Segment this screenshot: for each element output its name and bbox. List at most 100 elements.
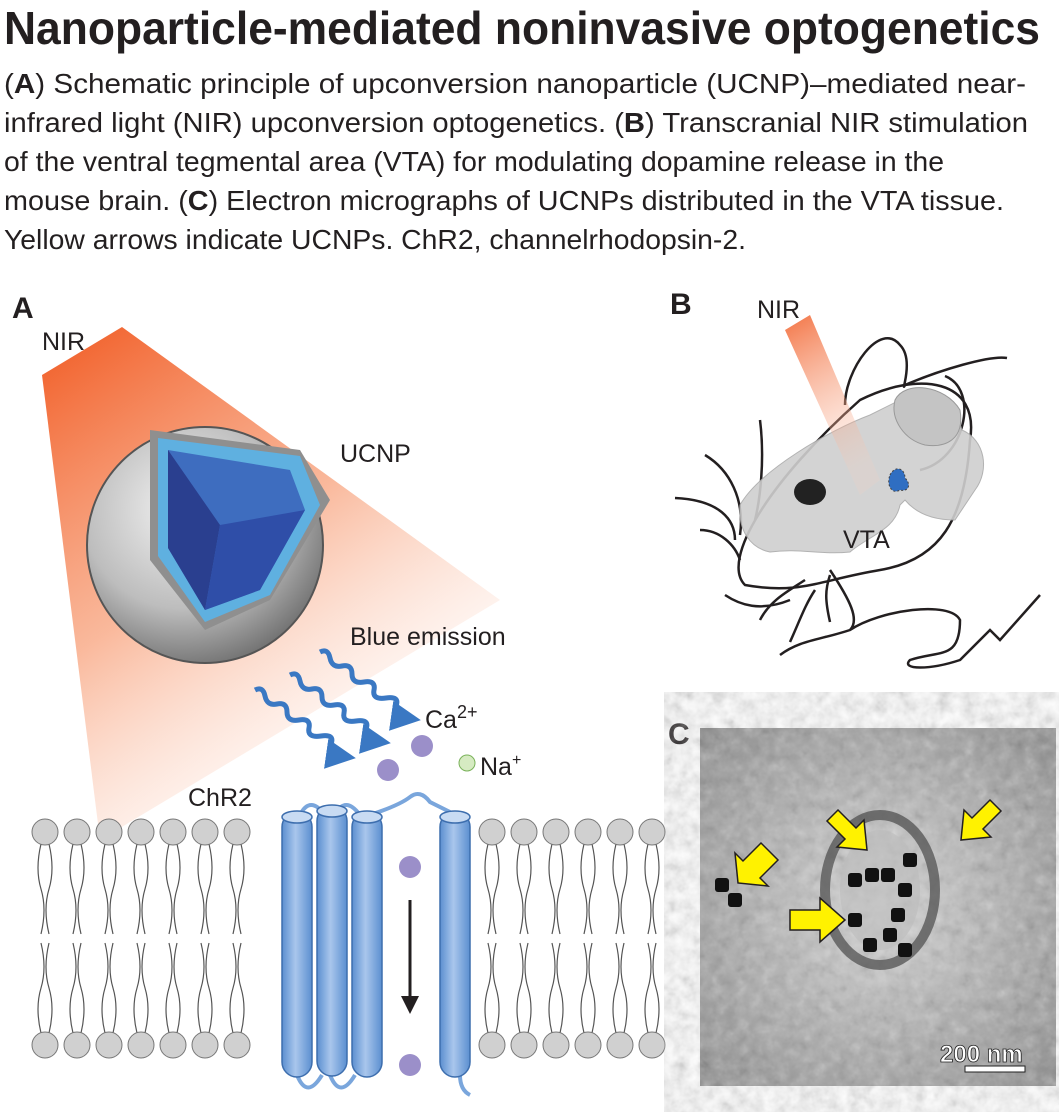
caption-line-2: infrared light (NIR) upconversion optoge… bbox=[4, 107, 1028, 138]
lipid-tail bbox=[644, 843, 660, 935]
lipid-tail bbox=[229, 843, 245, 935]
ucnp-particle bbox=[891, 908, 905, 922]
ucnp-particle bbox=[728, 893, 742, 907]
lipid-head bbox=[510, 818, 538, 846]
sodium-ion bbox=[458, 754, 476, 772]
lipid-tail bbox=[548, 843, 564, 935]
lipid-head bbox=[31, 1031, 59, 1059]
lipid-tail bbox=[229, 942, 245, 1034]
lipid-head bbox=[191, 1031, 219, 1059]
panel-c: C 200 nm bbox=[668, 718, 1056, 1086]
blue-emission-label: Blue emission bbox=[350, 623, 506, 651]
calcium-ion bbox=[377, 759, 399, 781]
panel-b: B NIR VTA bbox=[670, 288, 1041, 669]
lipid-tail bbox=[612, 942, 628, 1034]
lipid-head bbox=[95, 818, 123, 846]
lipid-head bbox=[478, 1031, 506, 1059]
figure-title: Nanoparticle-mediated noninvasive optoge… bbox=[4, 2, 1040, 54]
caption-line-4: mouse brain. (C) Electron micrographs of… bbox=[4, 185, 1004, 216]
lipid-head bbox=[606, 1031, 634, 1059]
ucnp-particle bbox=[903, 853, 917, 867]
lipid-head bbox=[223, 1031, 251, 1059]
ucnp-label: UCNP bbox=[340, 440, 411, 468]
ucnp-particle bbox=[898, 883, 912, 897]
panel-a: A NIR UCNP Blue emission Ca2+ Na+ ChR2 bbox=[12, 292, 666, 1097]
lipid-head bbox=[574, 818, 602, 846]
lipid-tail bbox=[37, 843, 53, 935]
calcium-ion bbox=[399, 856, 421, 878]
ucnp-particle bbox=[848, 913, 862, 927]
lipid-tail bbox=[197, 843, 213, 935]
scale-bar-label: 200 nm bbox=[940, 1041, 1023, 1068]
lipid-head bbox=[542, 818, 570, 846]
lipid-bilayer bbox=[31, 818, 666, 1059]
caption-line-3: of the ventral tegmental area (VTA) for … bbox=[4, 146, 944, 177]
scale-bar bbox=[964, 1065, 1026, 1073]
lipid-tail bbox=[612, 843, 628, 935]
lipid-head bbox=[191, 818, 219, 846]
lipid-tail bbox=[37, 942, 53, 1034]
lipid-head bbox=[127, 1031, 155, 1059]
lipid-tail bbox=[516, 843, 532, 935]
lipid-head bbox=[542, 1031, 570, 1059]
lipid-head bbox=[127, 818, 155, 846]
lipid-tail bbox=[580, 942, 596, 1034]
lipid-tail bbox=[484, 843, 500, 935]
lipid-head bbox=[606, 818, 634, 846]
ucnp-particle bbox=[898, 943, 912, 957]
lipid-head bbox=[159, 818, 187, 846]
lipid-head bbox=[95, 1031, 123, 1059]
lipid-tail bbox=[548, 942, 564, 1034]
lipid-head bbox=[638, 1031, 666, 1059]
calcium-ion bbox=[411, 735, 433, 757]
lipid-tail bbox=[580, 843, 596, 935]
yellow-arrow bbox=[960, 798, 1003, 841]
lipid-tail bbox=[197, 942, 213, 1034]
vta-region bbox=[888, 468, 910, 492]
lipid-head bbox=[63, 818, 91, 846]
ucnp-particle bbox=[848, 873, 862, 887]
ucnp-particle bbox=[865, 868, 879, 882]
lipid-head bbox=[63, 1031, 91, 1059]
lipid-tail bbox=[69, 942, 85, 1034]
lipid-tail bbox=[133, 843, 149, 935]
panel-a-letter: A bbox=[12, 292, 34, 325]
lipid-tail bbox=[101, 843, 117, 935]
nir-label-a: NIR bbox=[42, 328, 85, 356]
nir-label-b: NIR bbox=[757, 296, 800, 324]
lipid-tail bbox=[165, 942, 181, 1034]
mouse-outline bbox=[674, 337, 1041, 669]
panel-b-letter: B bbox=[670, 288, 692, 321]
nir-beam-b bbox=[785, 315, 880, 495]
lipid-tail bbox=[516, 942, 532, 1034]
vta-label: VTA bbox=[843, 526, 890, 554]
yellow-arrow bbox=[825, 808, 868, 851]
panel-c-letter: C bbox=[668, 718, 690, 751]
chr2-channel bbox=[281, 791, 472, 1097]
lipid-head bbox=[31, 818, 59, 846]
lipid-head bbox=[478, 818, 506, 846]
yellow-arrow bbox=[734, 841, 780, 887]
ucnp-particle bbox=[715, 878, 729, 892]
lipid-tail bbox=[69, 843, 85, 935]
yellow-arrow bbox=[789, 896, 847, 944]
calcium-ion bbox=[399, 1054, 421, 1076]
sodium-label: Na+ bbox=[480, 752, 521, 781]
lipid-tail bbox=[165, 843, 181, 935]
electron-micrograph bbox=[700, 728, 1056, 1086]
lipid-tail bbox=[133, 942, 149, 1034]
lipid-head bbox=[159, 1031, 187, 1059]
eye bbox=[794, 479, 826, 505]
lipid-head bbox=[638, 818, 666, 846]
ucnp-particle bbox=[883, 928, 897, 942]
ucnp-sphere bbox=[86, 426, 330, 664]
yellow-arrows bbox=[734, 798, 1003, 944]
lipid-tail bbox=[101, 942, 117, 1034]
chr2-label: ChR2 bbox=[188, 784, 252, 812]
ucnp-particle bbox=[863, 938, 877, 952]
caption-line-1: (A) Schematic principle of upconversion … bbox=[4, 68, 1026, 99]
ucnp-particle bbox=[881, 868, 895, 882]
lipid-head bbox=[574, 1031, 602, 1059]
lipid-tail bbox=[644, 942, 660, 1034]
